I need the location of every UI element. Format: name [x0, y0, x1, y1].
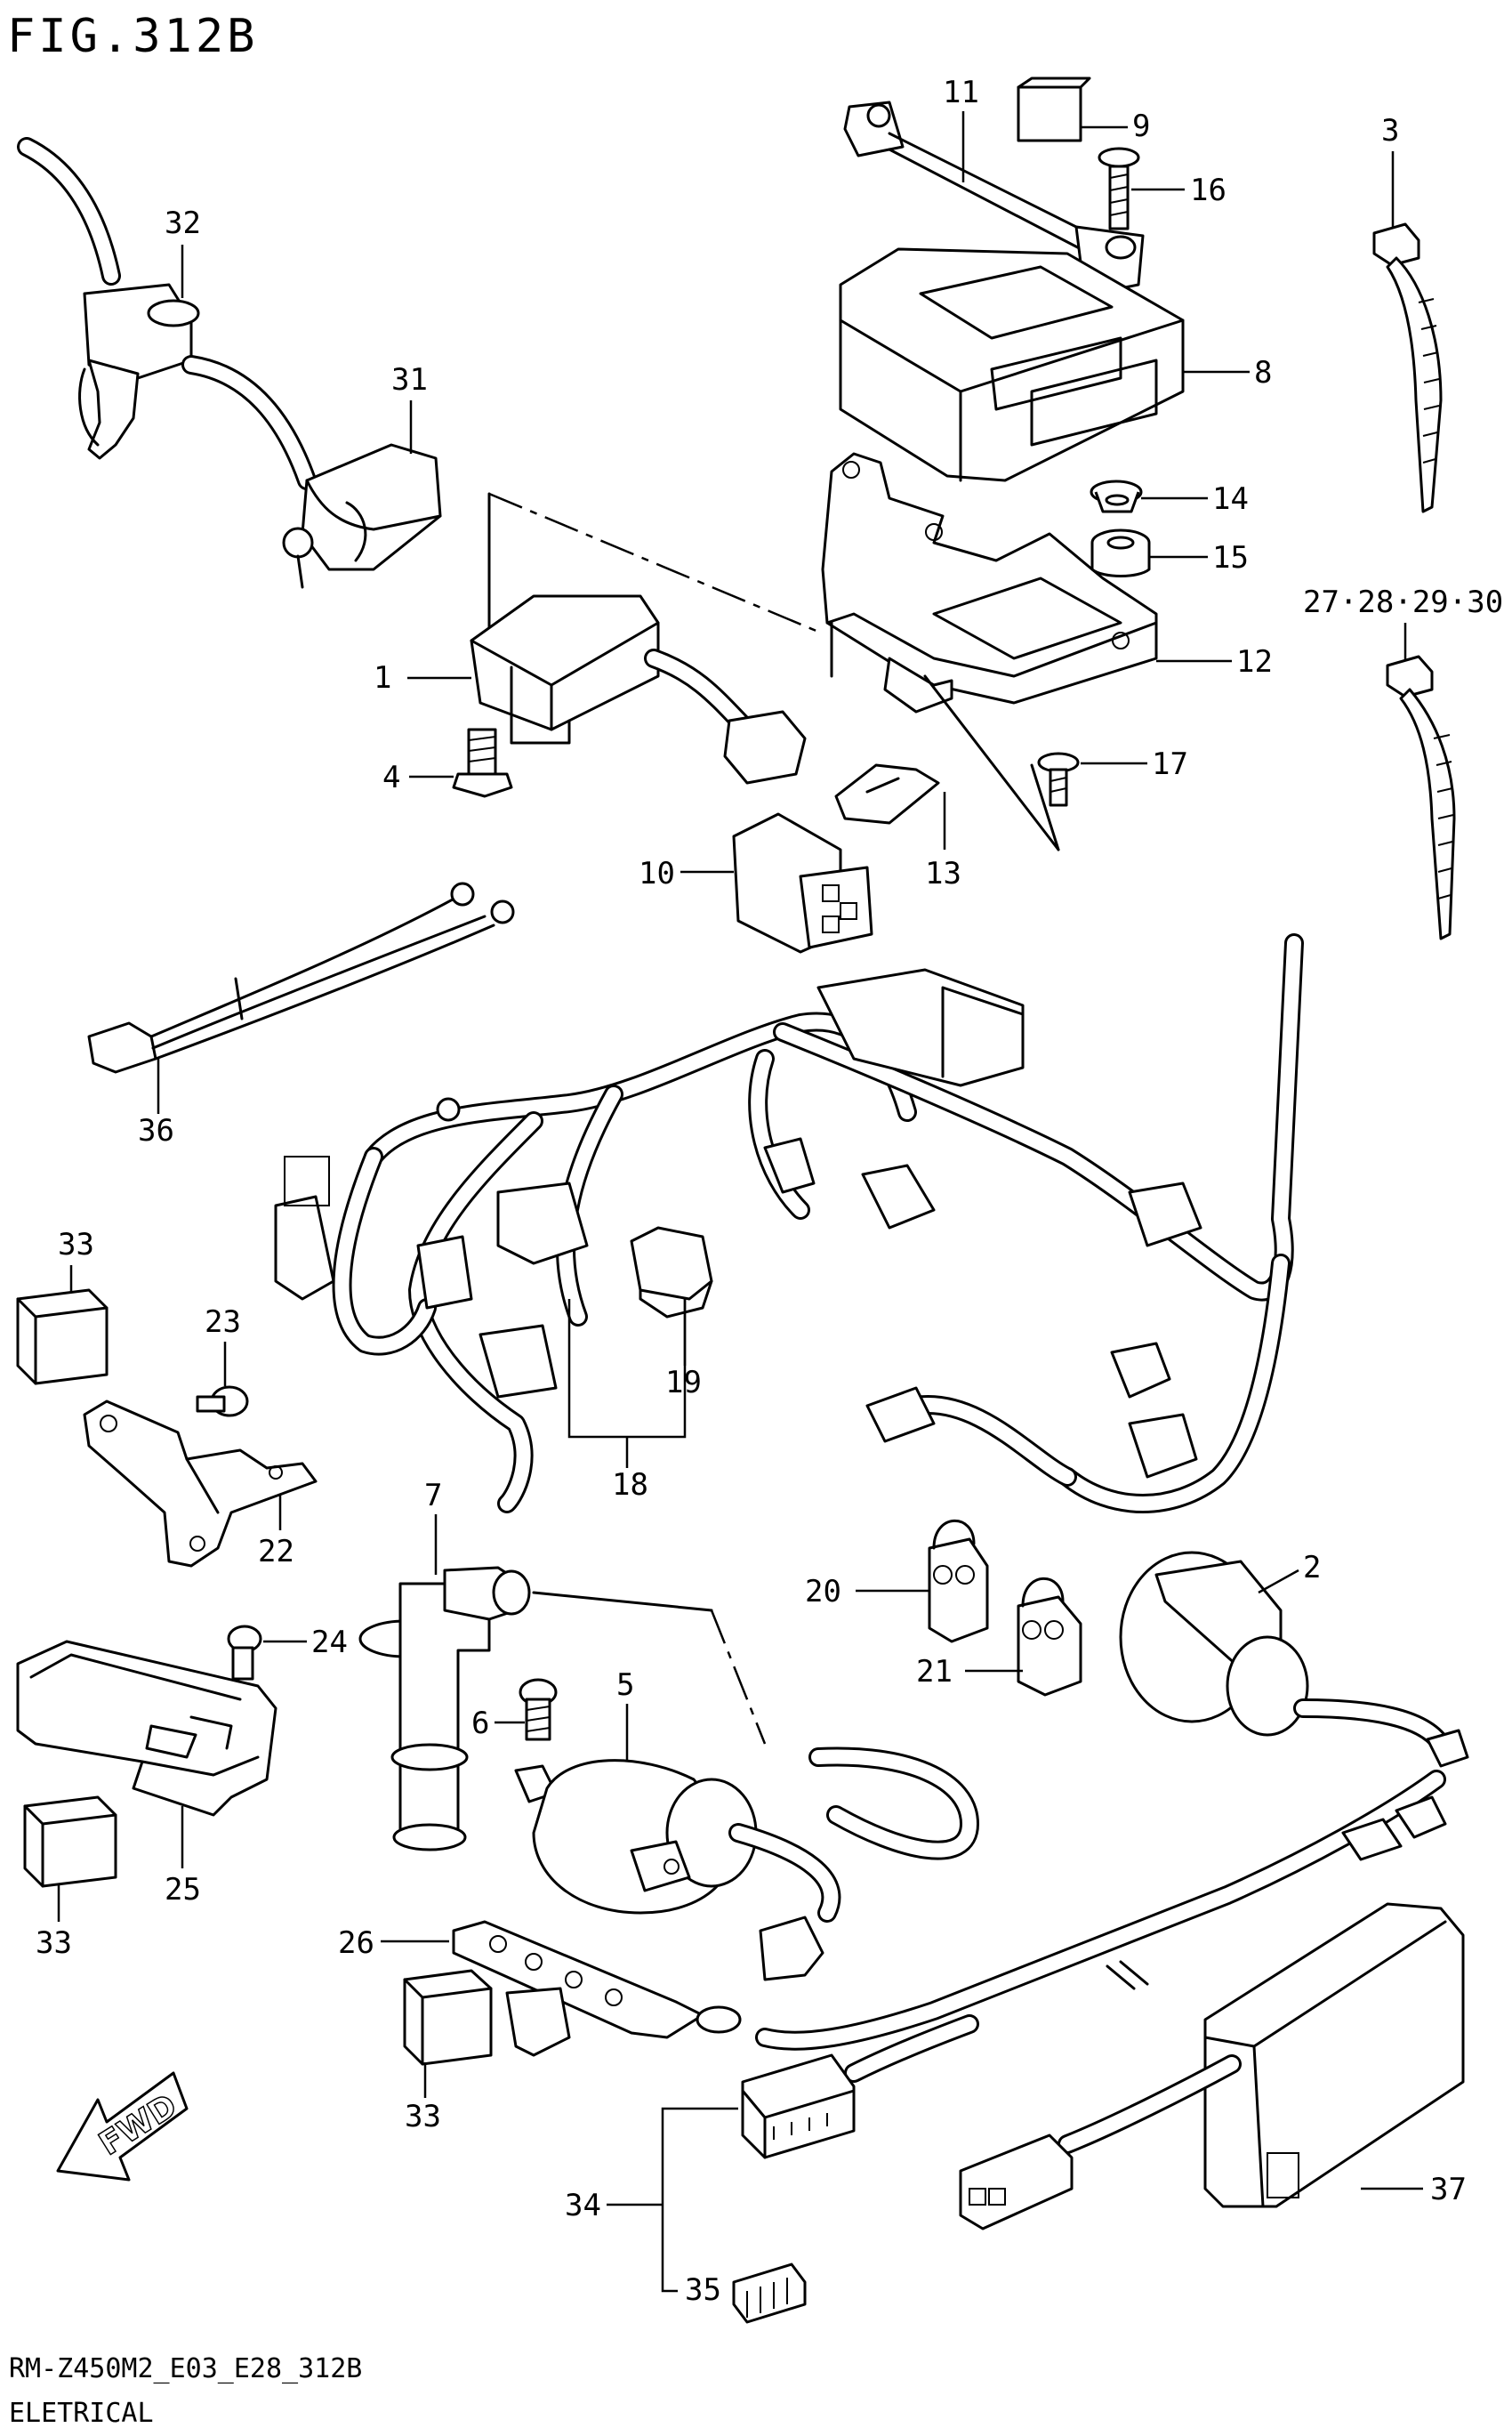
part-27-30-cable-tie: 27·28·29·30 — [1303, 585, 1503, 940]
figure-code: RM-Z450M2_E03_E28_312B — [9, 2353, 362, 2384]
label-15: 15 — [1212, 540, 1249, 576]
label-35: 35 — [685, 2272, 721, 2308]
part-22-bracket: 22 — [83, 1399, 318, 1569]
label-2: 2 — [1303, 1550, 1321, 1585]
part-35-fuse: 35 — [685, 2263, 807, 2324]
label-32: 32 — [165, 206, 201, 241]
part-6-screw: 6 — [471, 1678, 558, 1741]
label-21: 21 — [916, 1654, 953, 1690]
label-9: 9 — [1132, 109, 1150, 144]
part-15-grommet: 15 — [1090, 528, 1249, 577]
part-13-plate: 13 — [834, 763, 961, 891]
part-2-sensor: 2 — [1119, 1550, 1469, 1768]
label-14: 14 — [1212, 481, 1249, 517]
label-5: 5 — [616, 1667, 634, 1703]
label-34: 34 — [565, 2188, 601, 2223]
part-25-bracket: 25 — [16, 1640, 277, 1908]
part-24-bolt: 24 — [227, 1625, 348, 1681]
part-14-collar: 14 — [1090, 480, 1249, 517]
part-7-plug-cap: 7 — [358, 1478, 531, 1851]
part-18-wiring-harness: 18 — [274, 933, 1304, 1513]
label-6: 6 — [471, 1706, 489, 1741]
part-3-cable-tie: 3 — [1372, 113, 1443, 513]
label-12: 12 — [1236, 644, 1273, 680]
part-21-fuse-connector: 21 — [916, 1577, 1082, 1697]
part-34-connector: 34 — [565, 2014, 979, 2293]
part-23-bolt: 23 — [196, 1304, 249, 1417]
part-17-screw: 17 — [1037, 746, 1188, 807]
label-20: 20 — [805, 1574, 841, 1609]
part-19-connector: 19 — [630, 1226, 713, 1400]
label-36: 36 — [138, 1113, 174, 1149]
part-32-switch: 32 — [17, 137, 317, 490]
label-16: 16 — [1190, 173, 1226, 208]
label-1: 1 — [374, 660, 391, 696]
part-26-plate: 26 — [338, 1920, 742, 2057]
label-7: 7 — [424, 1478, 442, 1513]
part-33c-pad: 33 — [403, 1969, 493, 2134]
label-37: 37 — [1430, 2172, 1467, 2207]
part-33a-pad: 33 — [16, 1227, 109, 1385]
label-22: 22 — [258, 1534, 294, 1569]
part-5-ignition-coil: 5 — [514, 1667, 841, 1981]
label-25: 25 — [165, 1872, 201, 1908]
part-31-clamp-switch: 31 — [282, 362, 442, 589]
label-24: 24 — [311, 1625, 348, 1660]
part-9-pad: 9 — [1017, 77, 1150, 144]
label-11: 11 — [943, 75, 979, 110]
label-3: 3 — [1381, 113, 1399, 149]
label-13: 13 — [925, 856, 961, 891]
label-31: 31 — [391, 362, 428, 398]
label-33b: 33 — [36, 1925, 72, 1961]
label-18: 18 — [612, 1467, 648, 1503]
part-36-lead-wire: 36 — [87, 882, 515, 1149]
label-33c: 33 — [405, 2099, 441, 2134]
part-12-tray: 12 — [821, 452, 1273, 851]
label-8: 8 — [1254, 355, 1272, 391]
label-23: 23 — [205, 1304, 241, 1340]
label-33a: 33 — [58, 1227, 94, 1262]
label-26: 26 — [338, 1925, 374, 1961]
figure-title: FIG.312B — [7, 10, 258, 63]
part-20-fuse-connector: 20 — [805, 1519, 989, 1643]
part-4-bolt: 4 — [382, 728, 513, 798]
label-4: 4 — [382, 760, 400, 795]
figure-caption: ELETRICAL — [9, 2398, 154, 2429]
label-10: 10 — [639, 856, 675, 891]
label-27-30: 27·28·29·30 — [1303, 585, 1503, 620]
label-19: 19 — [665, 1365, 702, 1400]
part-16-screw: 16 — [1098, 147, 1226, 230]
part-1-module: 1 — [374, 492, 819, 785]
label-17: 17 — [1152, 746, 1188, 782]
part-8-ecu: 8 — [839, 247, 1272, 482]
fwd-arrow-icon: FWD — [56, 2071, 189, 2182]
part-33b-pad: 33 — [23, 1795, 117, 1961]
part-10-coupler: 10 — [639, 812, 873, 954]
part-37-module: 37 — [755, 1770, 1467, 2230]
